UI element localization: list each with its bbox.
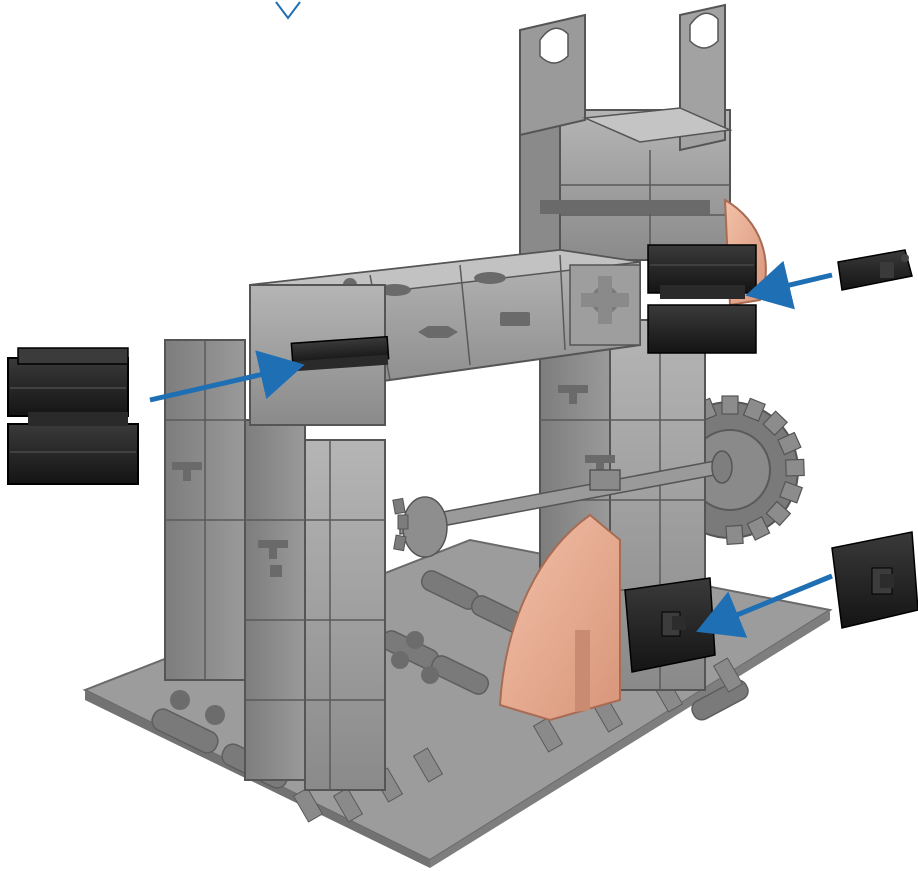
- single-clip-block-icon: [832, 532, 918, 628]
- cross-hub-icon: [570, 265, 640, 345]
- insert-arrow-upper-right: [760, 275, 832, 292]
- top-insertion-marker-icon: [276, 2, 300, 18]
- top-fork-bracket-icon: [520, 5, 730, 260]
- double-clip-large-icon: [8, 348, 138, 484]
- mounted-clip-lower-icon: [625, 578, 715, 672]
- short-connector-pin-icon: [838, 250, 912, 290]
- mounted-clip-upper-right-icon: [648, 245, 756, 353]
